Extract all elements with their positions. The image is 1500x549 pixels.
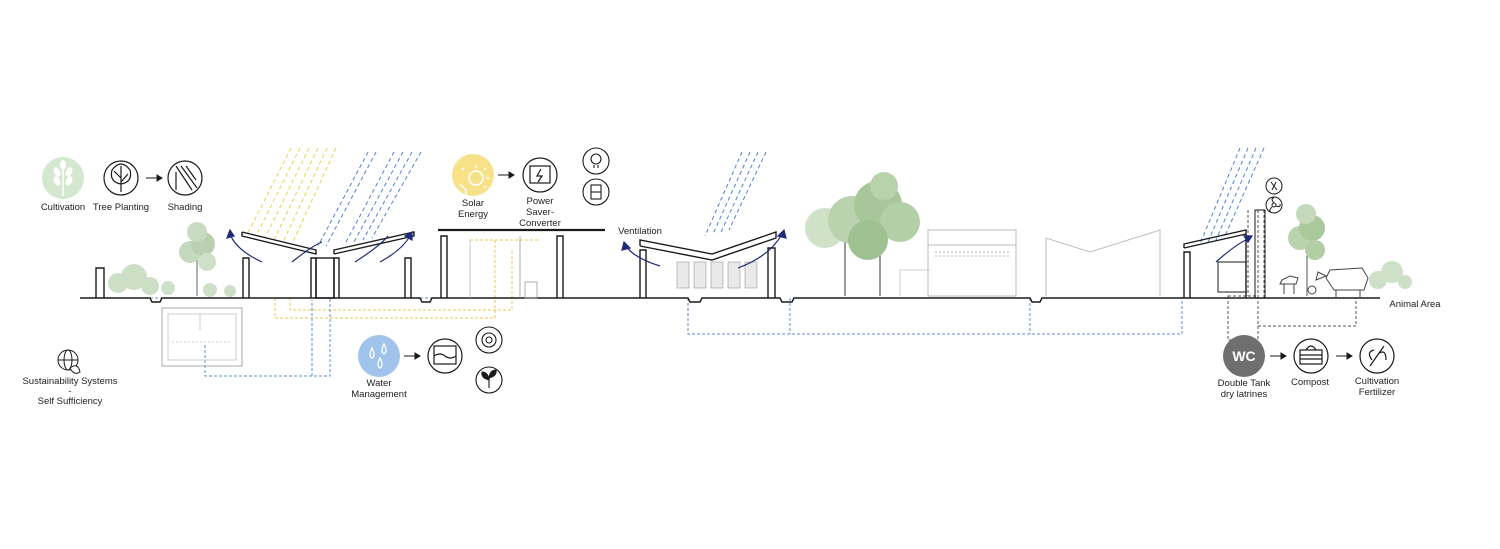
tree-icon [103,160,139,196]
water-tank-section [161,307,243,367]
background-buildings [899,229,1161,297]
wc-badge-text: WC [1232,348,1256,364]
arrow-right-icon [498,171,515,179]
sustainability-label-3: Self Sufficiency [37,396,103,407]
tree-planting-label: Tree Planting [92,202,150,213]
globe-leaf-icon [57,349,81,374]
air-flow-arrows [226,228,1254,269]
vegetation [108,172,1412,297]
plant-icon [475,366,503,394]
sustainability-label-1: Sustainability Systems [22,376,118,387]
water-meter-icon [475,326,503,354]
ground-section [80,209,1380,303]
compost-label: Compost [1290,377,1329,388]
solar-energy-label-1: Solar [461,198,485,209]
double-tank-label-1: Double Tank [1217,378,1271,389]
ventilation-label: Ventilation [618,226,662,237]
shading-label: Shading [167,202,203,213]
bulb-icon [582,147,610,175]
trees-center [805,172,920,296]
compost-icon [1293,338,1329,374]
sun-rays-yellow [246,147,337,245]
animal-area-label: Animal Area [1389,299,1441,310]
water-label-2: Management [351,389,407,400]
latrine-lines [1227,210,1357,341]
power-converter-icon [522,157,558,193]
wheat-icon [42,157,84,199]
double-tank-label-2: dry latrines [1220,389,1268,400]
fertilizer-label-2: Fertilizer [1358,387,1396,398]
water-label-1: Water [366,378,392,389]
power-label-3: Converter [519,218,561,229]
switch-icon [582,178,610,206]
power-label-2: Saver- [526,207,554,218]
sun-icon [452,154,494,196]
arrow-right-icon [1270,352,1287,360]
solar-energy-label-2: Energy [457,209,489,220]
plug-icon [1265,177,1283,195]
arrow-right-icon [1336,352,1353,360]
fertilizer-icon [1359,338,1395,374]
water-tank-icon [427,338,463,374]
power-label-1: Power [526,196,554,207]
bushes-left [108,264,236,297]
animals [1279,267,1369,297]
water-drops-icon [358,335,400,377]
tree-left [179,222,216,296]
fan-icon [1265,196,1283,214]
wc-icon [1223,335,1265,377]
arrow-right-icon [404,352,421,360]
bushes-right [1369,261,1412,289]
vent-louvres [676,261,758,289]
cultivation-label: Cultivation [40,202,86,213]
arrow-right-icon [146,174,163,182]
tree-right [1288,204,1325,296]
energy-lines [274,239,540,319]
shading-icon [167,160,203,196]
sun-rays-blue [317,147,1265,247]
sustainability-label-2: - [68,386,72,397]
fertilizer-label-1: Cultivation [1354,376,1400,387]
